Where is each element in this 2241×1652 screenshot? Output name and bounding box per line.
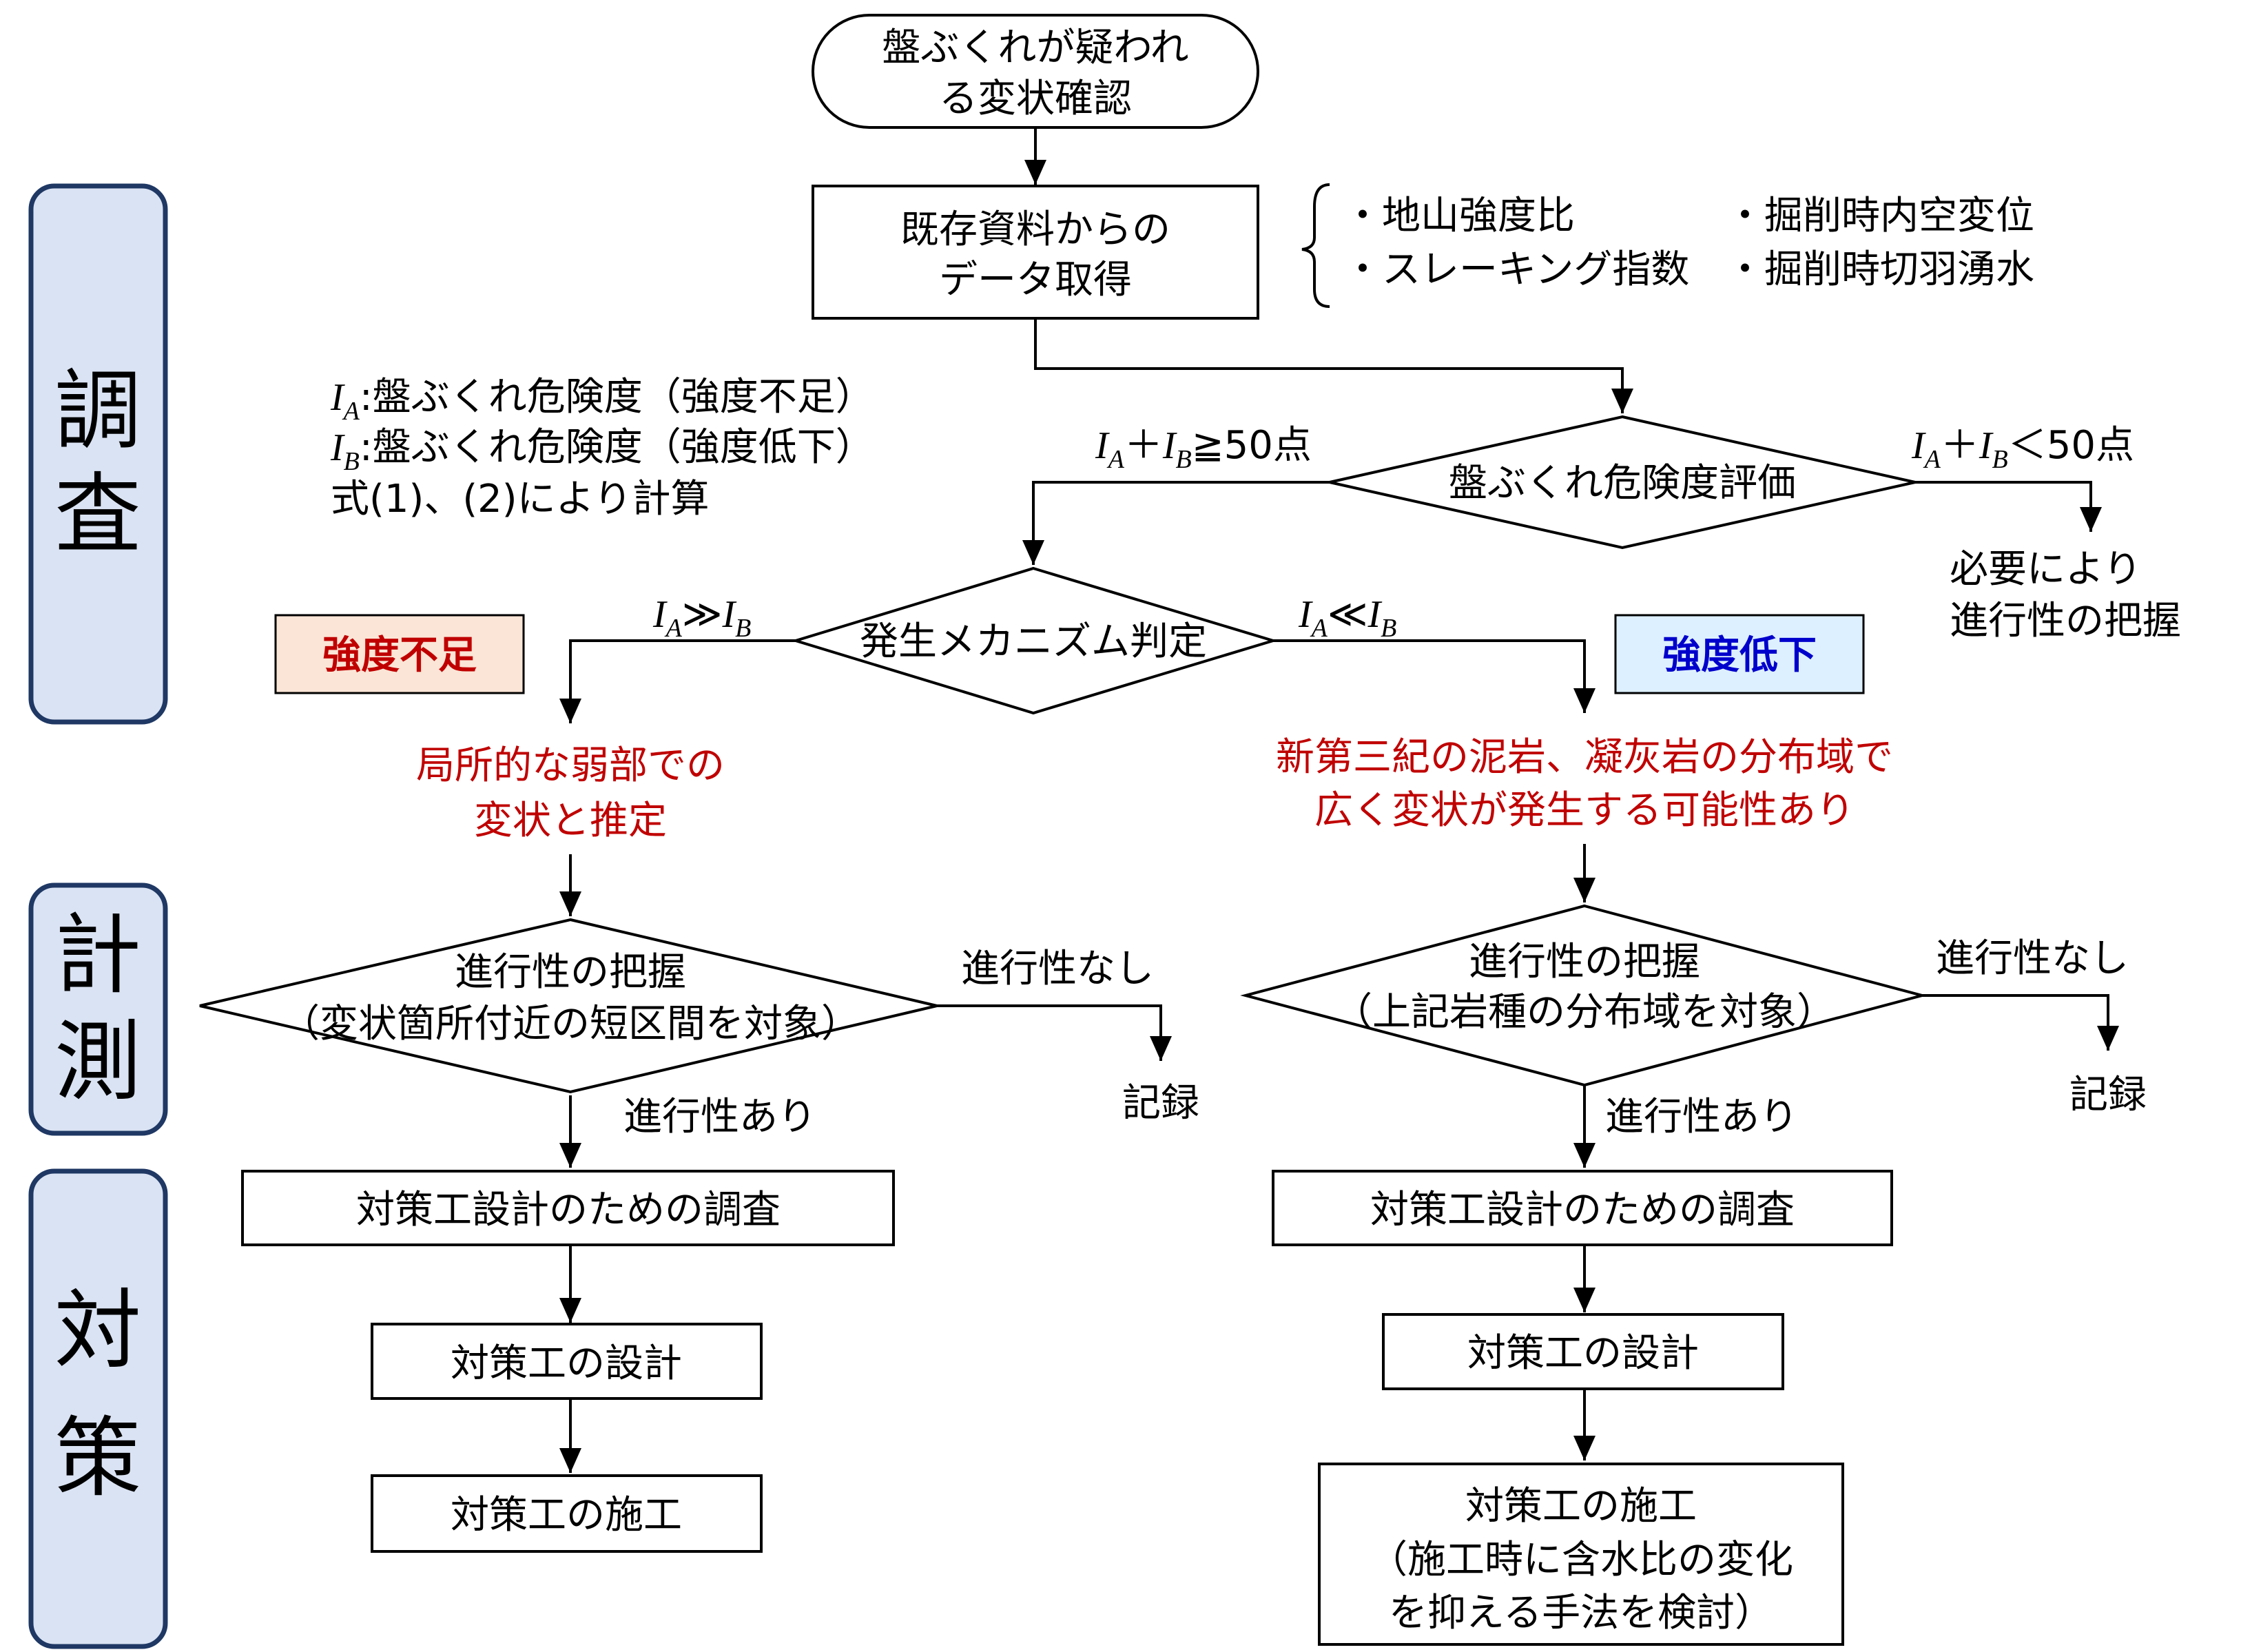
- badge-strength-shortage-label: 強度不足: [322, 633, 477, 678]
- risk-evaluation-decision: 盤ぶくれ危険度評価: [1329, 415, 1916, 550]
- badge-strength-reduction: 強度低下: [1614, 614, 1865, 694]
- data-item-strength-ratio: ・地山強度比: [1343, 194, 1575, 238]
- legend-ia-symbol: I: [330, 376, 345, 419]
- right-design-text: 対策工の設計: [1467, 1331, 1699, 1376]
- section-survey-char-2: 査: [54, 464, 141, 565]
- right-survey-box: 対策工設計のための調査: [1272, 1170, 1893, 1246]
- condition-ia-much-less: IA≪IB: [1298, 592, 1396, 643]
- data-acquisition-box: 既存資料からの データ取得: [812, 185, 1259, 320]
- legend-ib-subscript: B: [344, 447, 360, 476]
- data-item-slaking-index: ・スレーキング指数: [1343, 247, 1689, 292]
- left-has-progress-label: 進行性あり: [623, 1095, 816, 1139]
- legend: IA:盤ぶくれ危険度（強度不足） IB:盤ぶくれ危険度（強度低下） 式(1)、(…: [330, 375, 874, 522]
- left-construction-box: 対策工の施工: [371, 1474, 763, 1553]
- as-needed-line-2: 進行性の把握: [1950, 599, 2181, 643]
- section-measure: 計 測: [28, 882, 168, 1136]
- section-counter: 対 策: [28, 1168, 168, 1649]
- data-item-displacement: ・掘削時内空変位: [1726, 194, 2034, 238]
- section-survey: 調 査: [28, 183, 168, 725]
- left-estimate-line-1: 局所的な弱部での: [416, 743, 725, 788]
- section-counter-char-2: 策: [54, 1407, 141, 1509]
- connectors: [559, 127, 2119, 1473]
- right-survey-text: 対策工設計のための調査: [1370, 1188, 1795, 1232]
- right-progress-line-1: 進行性の把握: [1469, 940, 1700, 984]
- legend-formula: 式(1)、(2)により計算: [331, 477, 710, 522]
- right-record-label: 記録: [2069, 1073, 2147, 1117]
- left-survey-box: 対策工設計のための調査: [241, 1170, 895, 1246]
- left-estimate: 局所的な弱部での 変状と推定: [416, 743, 725, 843]
- start-text-line-2: る変状確認: [939, 76, 1132, 121]
- data-items: ・地山強度比 ・掘削時内空変位 ・スレーキング指数 ・掘削時切羽湧水: [1343, 194, 2034, 292]
- section-measure-char-1: 計: [54, 905, 141, 1006]
- data-acquisition-line-1: 既存資料からの: [900, 207, 1170, 252]
- condition-sum-lt-50: IA＋IB＜50点: [1911, 423, 2134, 474]
- right-estimate-line-2: 広く変状が発生する可能性あり: [1314, 788, 1855, 833]
- legend-ia-subscript: A: [342, 397, 360, 426]
- left-no-progress-label: 進行性なし: [961, 947, 1154, 991]
- right-construction-box: 対策工の施工 （施工時に含水比の変化 を抑える手法を検討）: [1318, 1463, 1844, 1646]
- section-survey-char-1: 調: [54, 360, 141, 462]
- condition-ia-much-greater: IA≫IB: [652, 592, 751, 643]
- left-design-text: 対策工の設計: [451, 1341, 682, 1386]
- left-record-label: 記録: [1122, 1081, 1199, 1126]
- right-construction-line-1: 対策工の施工: [1465, 1484, 1697, 1529]
- right-design-box: 対策工の設計: [1382, 1313, 1784, 1390]
- legend-ib-text: :盤ぶくれ危険度（強度低下）: [360, 425, 874, 470]
- data-items-bracket: [1301, 183, 1330, 308]
- risk-evaluation-text: 盤ぶくれ危険度評価: [1449, 461, 1796, 506]
- left-estimate-line-2: 変状と推定: [474, 798, 667, 843]
- condition-sum-ge-50: IA＋IB≧50点: [1095, 423, 1312, 474]
- mechanism-text: 発生メカニズム判定: [860, 619, 1207, 664]
- right-construction-line-3: を抑える手法を検討）: [1389, 1591, 1773, 1635]
- right-progress-decision: 進行性の把握 （上記岩種の分布域を対象）: [1240, 904, 1928, 1087]
- data-item-face-water: ・掘削時切羽湧水: [1726, 247, 2034, 292]
- left-progress-line-2: （変状箇所付近の短区間を対象）: [281, 1002, 860, 1046]
- left-survey-text: 対策工設計のための調査: [356, 1188, 781, 1232]
- right-construction-line-2: （施工時に含水比の変化: [1369, 1538, 1793, 1582]
- as-needed-note: 必要により 進行性の把握: [1950, 547, 2181, 643]
- section-counter-char-1: 対: [54, 1280, 141, 1381]
- start-text-line-1: 盤ぶくれが疑われ: [882, 25, 1188, 70]
- badge-strength-shortage: 強度不足: [274, 614, 525, 694]
- as-needed-line-1: 必要により: [1950, 547, 2142, 592]
- left-progress-decision: 進行性の把握 （変状箇所付近の短区間を対象）: [199, 918, 938, 1094]
- right-has-progress-label: 進行性あり: [1605, 1095, 1798, 1139]
- legend-ib: IB:盤ぶくれ危険度（強度低下）: [330, 425, 874, 476]
- right-estimate-line-1: 新第三紀の泥岩、凝灰岩の分布域で: [1276, 735, 1893, 780]
- left-construction-text: 対策工の施工: [451, 1493, 682, 1538]
- left-progress-line-1: 進行性の把握: [455, 950, 686, 995]
- right-estimate: 新第三紀の泥岩、凝灰岩の分布域で 広く変状が発生する可能性あり: [1276, 735, 1893, 833]
- legend-ib-symbol: I: [330, 426, 345, 469]
- section-measure-char-2: 測: [54, 1011, 141, 1113]
- badge-strength-reduction-label: 強度低下: [1662, 633, 1817, 678]
- right-no-progress-label: 進行性なし: [1936, 936, 2129, 981]
- right-progress-line-2: （上記岩種の分布域を対象）: [1334, 990, 1835, 1035]
- data-acquisition-line-2: データ取得: [939, 258, 1132, 302]
- legend-ia-text: :盤ぶくれ危険度（強度不足）: [360, 375, 874, 420]
- legend-ia: IA:盤ぶくれ危険度（強度不足）: [330, 375, 874, 426]
- start-node: 盤ぶくれが疑われ る変状確認: [812, 14, 1259, 129]
- left-design-box: 対策工の設計: [371, 1323, 763, 1400]
- mechanism-decision: 発生メカニズム判定: [791, 566, 1278, 715]
